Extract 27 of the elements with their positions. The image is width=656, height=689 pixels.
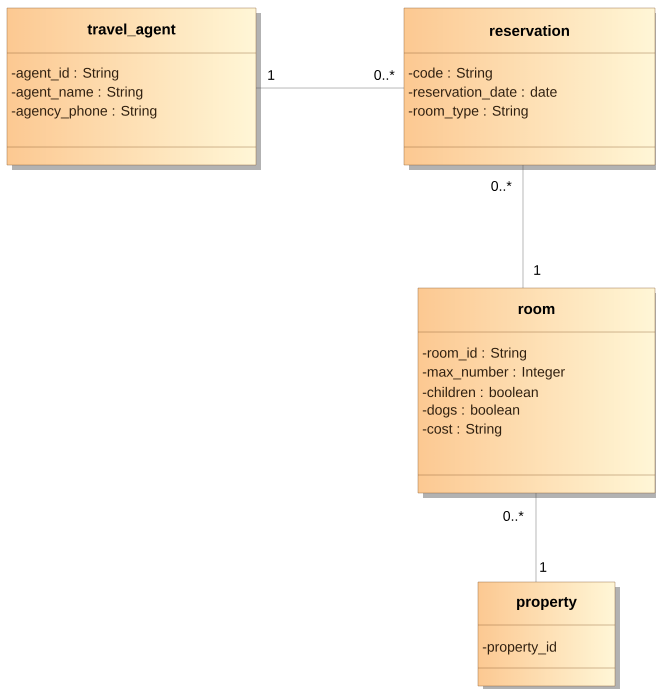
- class-box: [6, 8, 261, 170]
- attribute-text: -agent_name : String: [12, 86, 142, 100]
- multiplicity-label: 1: [268, 70, 274, 80]
- attribute-text: -dogs : boolean: [422, 404, 520, 418]
- multiplicity-label: 1: [534, 265, 540, 275]
- attribute-text: -code : String: [408, 67, 492, 81]
- class-box: [404, 8, 656, 170]
- multiplicity-label: 0..*: [503, 511, 524, 521]
- attribute-text: -agency_phone : String: [12, 105, 156, 119]
- class-name: property: [517, 597, 577, 610]
- class-name: room: [518, 306, 554, 314]
- attribute-text: -property_id: [482, 641, 556, 655]
- association-line: [522, 164, 524, 288]
- attribute-text: -room_type : String: [408, 105, 528, 119]
- attribute-text: -children : boolean: [422, 386, 538, 398]
- class-box: [418, 288, 656, 498]
- class-name: travel_agent: [88, 23, 176, 38]
- class-name: reservation: [490, 25, 569, 36]
- attribute-text: -max_number : Integer: [422, 366, 565, 380]
- multiplicity-label: 0..*: [374, 70, 395, 80]
- multiplicity-label: 0..*: [491, 181, 512, 191]
- attribute-text: -cost : String: [422, 423, 502, 437]
- class-box: [478, 582, 620, 689]
- attribute-text: -room_id : String: [422, 347, 526, 361]
- multiplicity-label: 1: [540, 562, 546, 572]
- attribute-text: -reservation_date : date: [408, 86, 557, 100]
- attribute-text: -agent_id : String: [12, 67, 118, 81]
